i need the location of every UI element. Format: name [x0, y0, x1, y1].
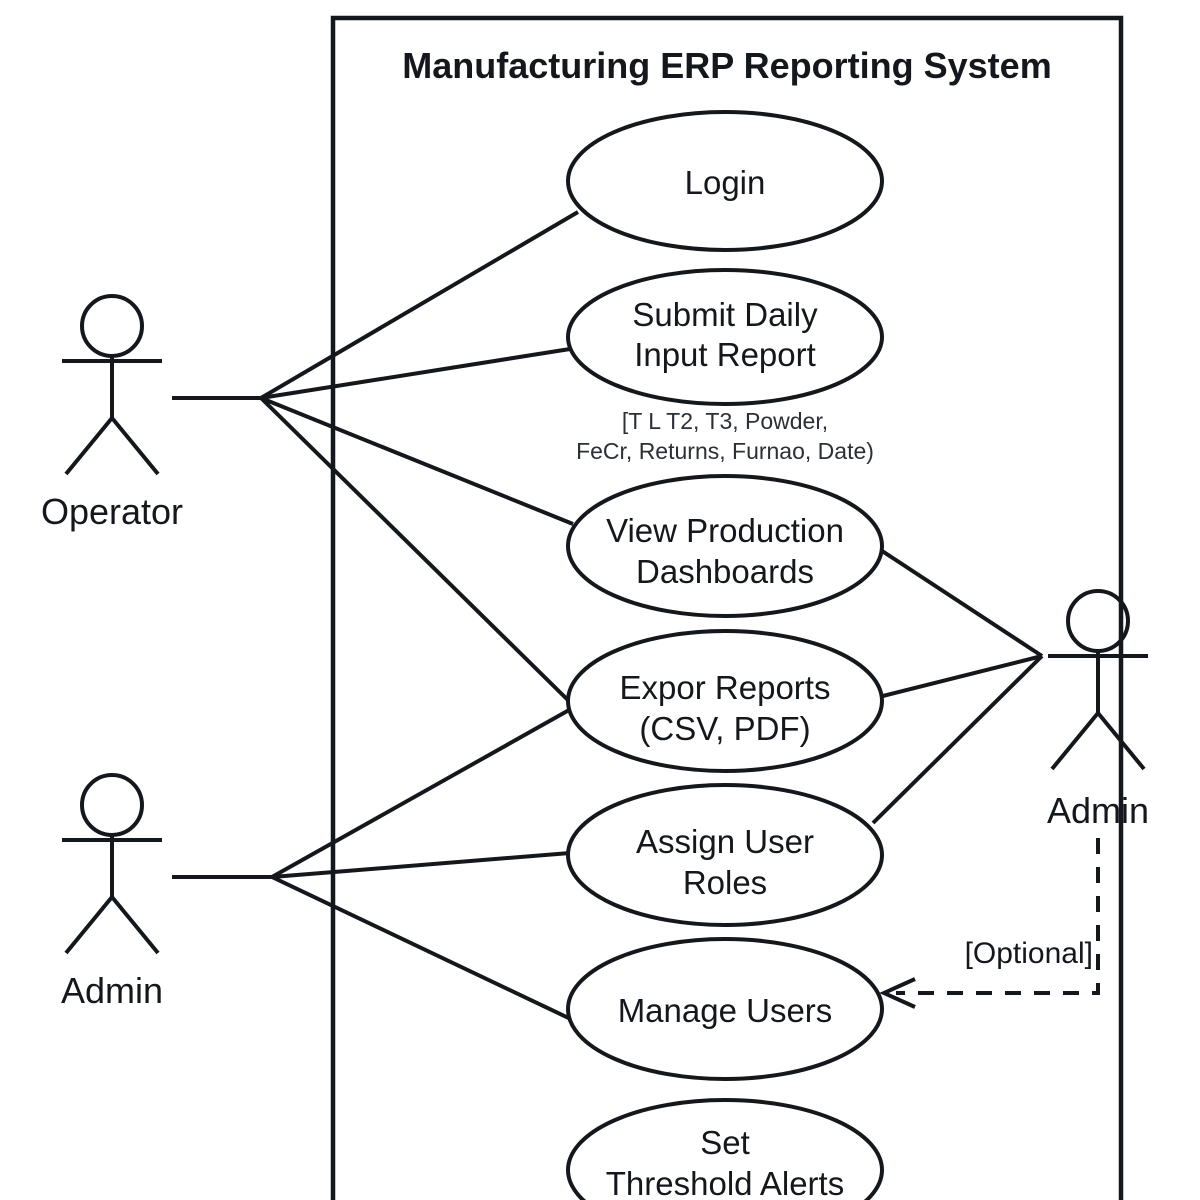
- actor-admin-left[interactable]: Admin: [61, 773, 272, 1011]
- submit-report-fields-note: [T L T2, T3, Powder, FeCr, Returns, Furn…: [576, 408, 874, 464]
- submit-report-fields-note-line1: [T L T2, T3, Powder,: [622, 408, 828, 434]
- use-case-login-label: Login: [685, 164, 766, 201]
- actor-admin-left-label: Admin: [61, 970, 163, 1011]
- use-case-expor-reports-ellipse[interactable]: [566, 629, 884, 773]
- actor-operator-head-icon: [80, 294, 144, 358]
- use-case-view-production-dashboards-label-line1: View Production: [606, 512, 844, 549]
- submit-report-fields-note-line2: FeCr, Returns, Furnao, Date): [576, 438, 874, 464]
- assoc-operator-submit-daily-input-report: [260, 347, 571, 400]
- actor-admin-left-leg-left: [64, 895, 114, 955]
- assoc-operator-login: [259, 210, 580, 400]
- actor-admin-left-head-icon: [80, 773, 144, 837]
- use-case-submit-daily-input-report-label-line2: Input Report: [634, 336, 816, 373]
- use-case-manage-users[interactable]: Manage Users: [566, 937, 884, 1081]
- use-case-manage-users-label: Manage Users: [618, 992, 833, 1029]
- assoc-admin-left-manage-users: [271, 875, 578, 1024]
- association-lines-admin-right: [871, 545, 1044, 825]
- assoc-operator-expor-reports: [259, 396, 579, 711]
- use-case-submit-daily-input-report-label-line1: Submit Daily: [632, 296, 818, 333]
- system-boundary-rect: [330, 15, 1124, 1200]
- use-case-expor-reports[interactable]: Expor Reports (CSV, PDF): [566, 629, 884, 773]
- actor-admin-right-leg-left: [1050, 711, 1100, 771]
- system-boundary-title: Manufacturing ERP Reporting System: [402, 45, 1051, 86]
- use-case-assign-user-roles[interactable]: Assign User Roles: [566, 783, 884, 927]
- use-case-set-threshold-alerts-label-line2: Threshold Alerts: [606, 1165, 844, 1200]
- use-case-submit-daily-input-report[interactable]: Submit Daily Input Report: [566, 268, 884, 406]
- use-case-view-production-dashboards[interactable]: View Production Dashboards: [566, 474, 884, 618]
- use-case-set-threshold-alerts-ellipse[interactable]: [566, 1098, 884, 1200]
- use-case-view-production-dashboards-label-line2: Dashboards: [636, 553, 814, 590]
- assoc-admin-left-assign-user-roles: [271, 851, 571, 879]
- actor-admin-right-leg-right: [1096, 711, 1146, 771]
- association-lines-operator: [259, 210, 580, 711]
- optional-dependency-arrow: [879, 838, 1100, 1009]
- use-case-set-threshold-alerts-label-line1: Set: [700, 1124, 750, 1161]
- use-case-expor-reports-label-line2: (CSV, PDF): [639, 710, 810, 747]
- use-case-submit-daily-input-report-ellipse[interactable]: [566, 268, 884, 406]
- use-case-manage-users-ellipse[interactable]: [566, 937, 884, 1081]
- use-case-assign-user-roles-ellipse[interactable]: [566, 783, 884, 927]
- actor-operator[interactable]: Operator: [41, 294, 261, 532]
- actor-operator-leg-left: [64, 416, 114, 476]
- optional-dependency-line: [896, 838, 1100, 995]
- assoc-admin-right-expor-reports: [878, 654, 1043, 699]
- actor-admin-right[interactable]: Admin: [1047, 589, 1149, 831]
- assoc-admin-right-assign-user-roles: [871, 654, 1044, 825]
- optional-dependency-label: [Optional]: [965, 937, 1093, 970]
- use-case-assign-user-roles-label-line2: Roles: [683, 864, 767, 901]
- use-case-assign-user-roles-label-line1: Assign User: [636, 823, 814, 860]
- actor-operator-label: Operator: [41, 491, 183, 532]
- optional-dependency-arrowhead: [879, 977, 916, 1009]
- association-lines-admin-left: [271, 703, 579, 1024]
- actor-admin-left-leg-right: [110, 895, 160, 955]
- use-case-set-threshold-alerts[interactable]: Set Threshold Alerts: [566, 1098, 884, 1200]
- use-case-view-production-dashboards-ellipse[interactable]: [566, 474, 884, 618]
- actor-admin-right-label: Admin: [1047, 790, 1149, 831]
- actor-operator-leg-right: [110, 416, 160, 476]
- use-case-expor-reports-label-line1: Expor Reports: [620, 669, 831, 706]
- assoc-operator-view-production-dashboards: [260, 396, 574, 526]
- use-case-login-ellipse[interactable]: [566, 110, 884, 252]
- assoc-admin-right-view-production-dashboards: [874, 545, 1044, 658]
- assoc-admin-left-expor-reports: [271, 703, 579, 879]
- use-case-login[interactable]: Login: [566, 110, 884, 252]
